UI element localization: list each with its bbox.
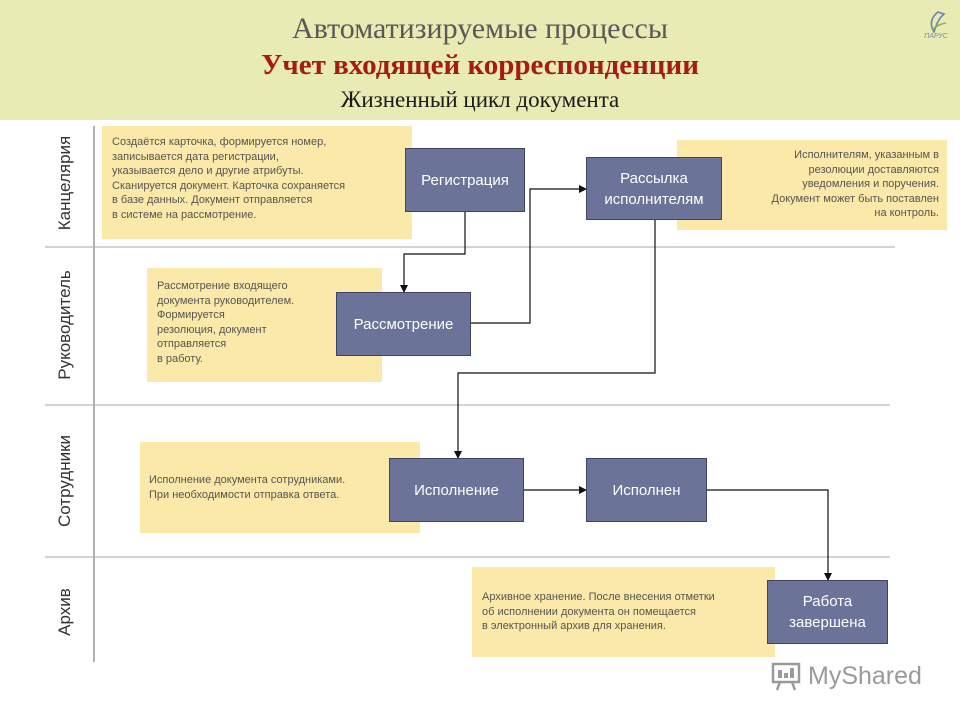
- page-subtitle-secondary: Жизненный цикл документа: [340, 87, 620, 112]
- arrow-executed-to-done: [707, 489, 832, 581]
- parus-logo: ПАРУС: [918, 10, 954, 44]
- watermark: MyShared: [770, 659, 922, 693]
- process-execution: Исполнение: [389, 458, 524, 522]
- page-title: Автоматизируемые процессы: [291, 12, 669, 45]
- process-executed: Исполнен: [586, 458, 707, 522]
- note-execution: Исполнение документа сотрудниками. При н…: [140, 442, 420, 533]
- process-distribution: Рассылка исполнителям: [586, 157, 722, 220]
- header-band: Автоматизируемые процессы Учет входящей …: [0, 0, 960, 120]
- note-archive: Архивное хранение. После внесения отметк…: [472, 567, 775, 657]
- process-registration: Регистрация: [405, 148, 525, 212]
- arrow-review-to-distribution: [471, 185, 587, 324]
- note-registration: Создаётся карточка, формируется номер, з…: [102, 126, 412, 239]
- arrow-registration-to-review: [400, 212, 466, 293]
- arrow-distribution-to-execution: [454, 220, 656, 459]
- watermark-text: MyShared: [808, 661, 922, 690]
- logo-text: ПАРУС: [924, 33, 948, 40]
- sail-icon: [930, 11, 947, 34]
- page-subtitle: Учет входящей корреспонденции: [261, 49, 699, 81]
- process-done: Работа завершена: [767, 580, 888, 644]
- presentation-board-icon: [771, 662, 801, 691]
- note-distribution: Исполнителям, указанным в резолюции дост…: [677, 140, 947, 230]
- process-review: Рассмотрение: [336, 292, 471, 356]
